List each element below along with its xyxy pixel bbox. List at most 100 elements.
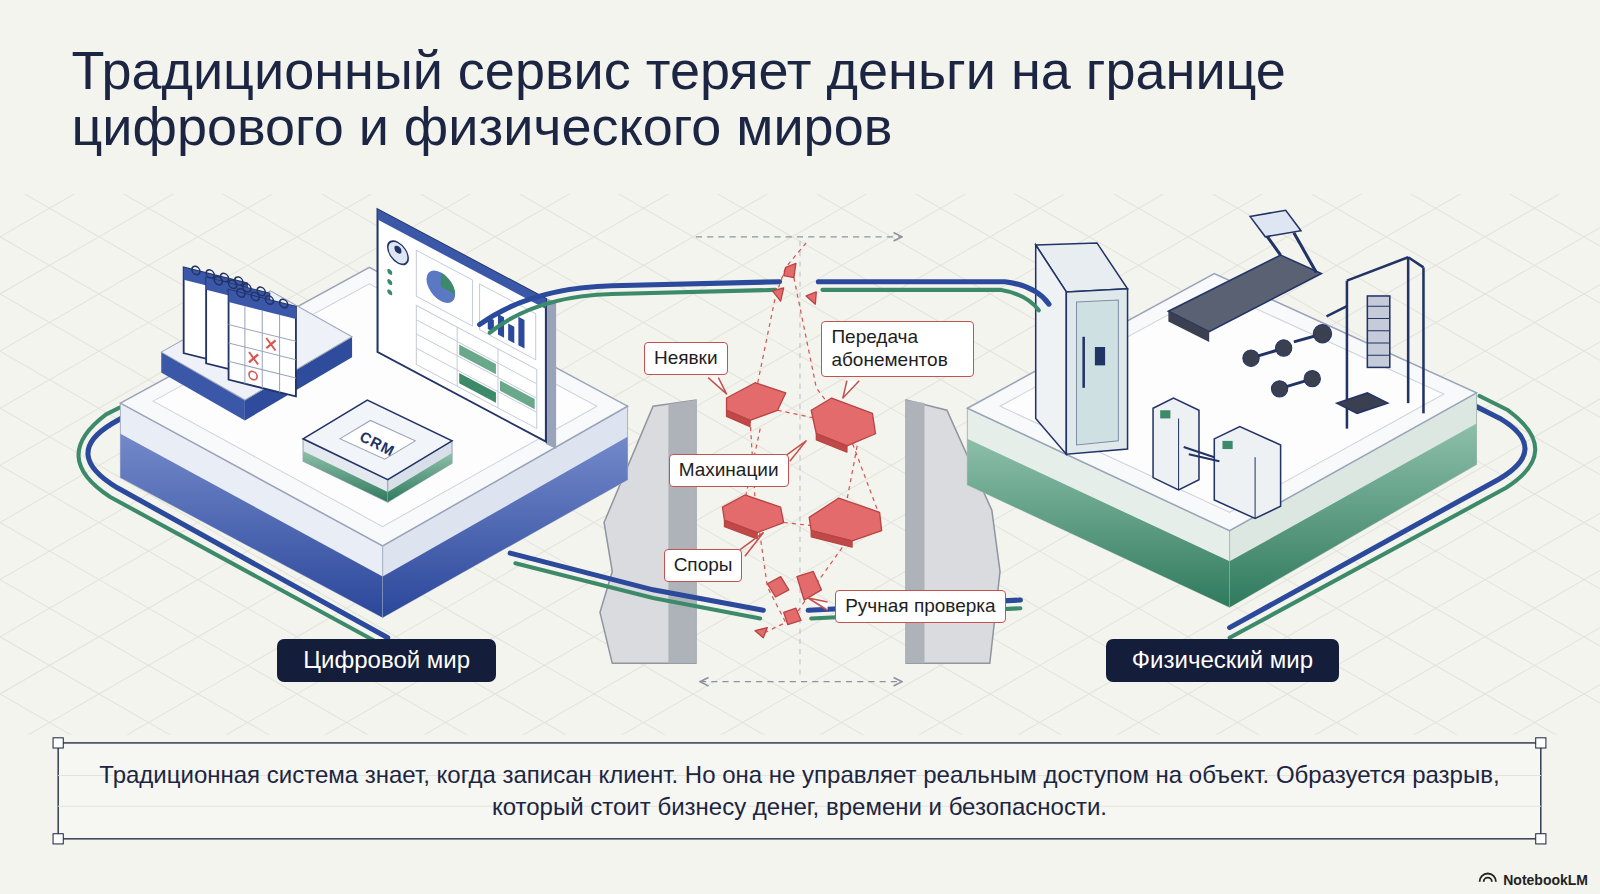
illustration-path xyxy=(822,290,1038,310)
treadmill xyxy=(1168,210,1321,342)
illustration-polygon xyxy=(784,263,796,277)
illustration-rect xyxy=(1160,410,1170,418)
illustration-circle xyxy=(394,244,401,255)
illustration-circle xyxy=(265,295,273,305)
illustration-rect xyxy=(1536,834,1546,844)
grid-line xyxy=(0,194,1600,735)
grid-line xyxy=(0,194,1600,735)
illustration-path xyxy=(708,378,726,394)
grid-line xyxy=(0,194,1600,735)
digital-platform xyxy=(120,209,627,617)
illustration-g xyxy=(0,194,1600,735)
node-text: Цифровой мир xyxy=(303,646,470,675)
grid-line xyxy=(0,694,1600,735)
illustration-rect xyxy=(416,250,472,326)
illustration-polygon xyxy=(1168,255,1321,332)
node-text: Махинации xyxy=(679,459,779,482)
illustration-line xyxy=(1255,457,1256,518)
illustration-line xyxy=(1082,337,1085,388)
illustration-circle xyxy=(388,237,408,268)
illustration-path xyxy=(229,302,296,396)
illustration-polygon xyxy=(120,267,627,546)
illustration-polygon xyxy=(727,410,750,426)
illustration-polygon xyxy=(1214,427,1280,519)
grid-line xyxy=(0,237,1600,735)
illustration-polygon xyxy=(1066,289,1127,454)
illustration-path xyxy=(490,290,776,333)
illustration-circle xyxy=(1313,325,1331,343)
illustration-polygon xyxy=(1036,245,1067,454)
illustration-rect xyxy=(459,344,496,374)
watermark: NotebookLM xyxy=(1503,872,1588,888)
illustration-polygon xyxy=(1337,393,1388,413)
illustration-polygon xyxy=(1250,210,1301,237)
illustration-polygon xyxy=(784,608,801,624)
illustration-circle xyxy=(387,268,392,276)
illustration-rect xyxy=(1222,441,1232,449)
illustration-line xyxy=(1347,257,1408,280)
caption-text: Традиционная система знает, когда записа… xyxy=(89,759,1509,823)
grid-line xyxy=(0,194,1600,694)
illustration-path xyxy=(416,305,536,428)
grid-line xyxy=(0,685,1600,735)
world-label: Физический мир xyxy=(1106,639,1339,682)
illustration-circle xyxy=(251,291,259,301)
world-label: Цифровой мир xyxy=(277,639,496,682)
illustration-path xyxy=(1184,447,1220,461)
grid-line xyxy=(0,194,1600,703)
illustration-polygon xyxy=(806,292,816,304)
grid-line xyxy=(0,194,1600,735)
caption-box: Традиционная система знает, когда записа… xyxy=(58,743,1541,839)
illustration-path xyxy=(696,236,902,237)
watermark-icon xyxy=(1480,874,1496,882)
illustration-circle xyxy=(229,279,237,289)
dumbbells xyxy=(1243,325,1332,397)
illustration-circle xyxy=(249,370,257,380)
broken-fragments xyxy=(722,263,881,637)
illustration-rect xyxy=(229,290,296,397)
illustration-line xyxy=(1422,267,1425,413)
tile-top xyxy=(303,400,452,480)
illustration-circle xyxy=(427,265,456,309)
illustration-polygon xyxy=(797,571,821,600)
illustration-polygon xyxy=(1168,311,1209,342)
illustration-rect xyxy=(500,380,535,409)
grid-line xyxy=(0,513,1600,734)
illustration-line xyxy=(1407,257,1410,403)
grid-line xyxy=(0,194,1600,735)
crm-tile: CRM xyxy=(301,398,454,490)
entrance-door xyxy=(1036,243,1128,454)
tile-inner xyxy=(340,420,416,459)
illustration-line xyxy=(1408,257,1423,267)
grid-line xyxy=(0,194,1600,735)
illustration-path xyxy=(1484,878,1492,882)
grid-line xyxy=(0,194,1600,735)
grid-line xyxy=(0,194,1600,735)
illustration-rect xyxy=(58,743,1541,839)
grid-line xyxy=(0,194,1600,735)
weight-machine xyxy=(1327,257,1424,428)
node-text: Физический мир xyxy=(1132,646,1313,675)
illustration-circle xyxy=(387,288,392,296)
illustration-rect xyxy=(53,834,63,844)
illustration-line xyxy=(1327,306,1347,316)
illustration-rect xyxy=(518,317,524,349)
node-text: Передача абонементов xyxy=(831,326,964,372)
illustration-polygon xyxy=(755,628,767,638)
caption-frame xyxy=(53,738,1546,844)
illustration-rect xyxy=(1095,347,1105,365)
illustration-path xyxy=(808,598,827,610)
illustration-circle xyxy=(387,278,392,286)
illustration-path xyxy=(700,681,902,682)
illustration-path xyxy=(843,381,859,398)
illustration-circle xyxy=(237,288,245,298)
illustration-circle xyxy=(192,265,200,275)
illustration-rect xyxy=(508,324,514,344)
illustration-polygon xyxy=(767,577,788,597)
illustration-path xyxy=(1480,874,1496,882)
grid-line xyxy=(0,228,1600,735)
illustration-rect xyxy=(378,209,546,441)
calendar xyxy=(229,286,296,397)
node-text: Ручная проверка xyxy=(845,595,995,618)
